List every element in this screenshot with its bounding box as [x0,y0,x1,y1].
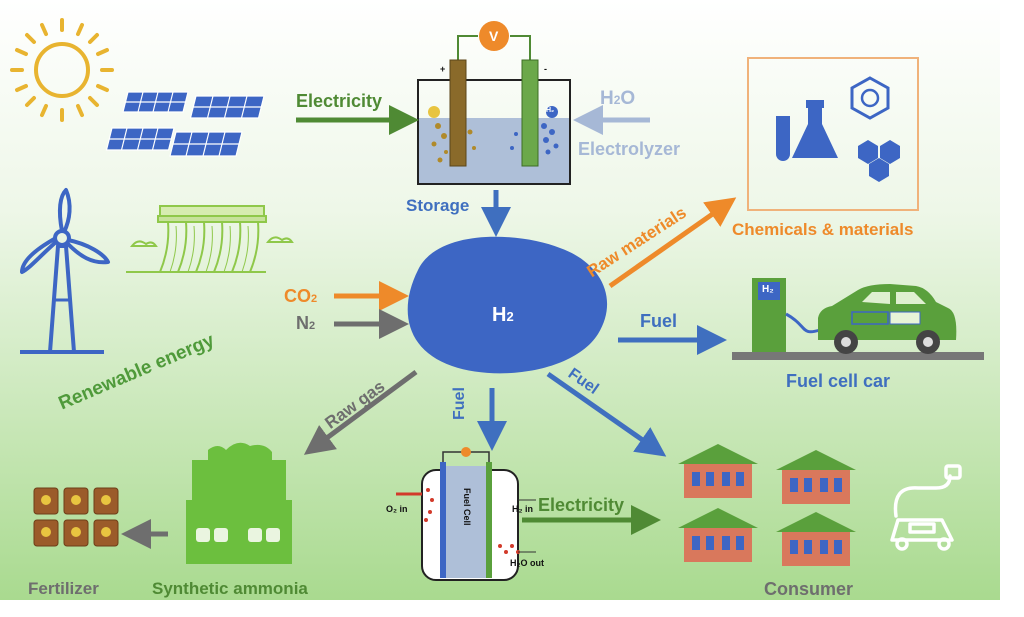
h2o-label-h: H [600,88,614,109]
h2-label: H2 [492,305,514,325]
n2-label-sub: 2 [309,320,316,332]
co2-label-sub: 2 [311,293,318,305]
h2o-out-label: H₂O out [510,558,544,568]
voltmeter-label: V [489,28,499,44]
pump-h2-label: H₂ [762,284,774,295]
n2-label-n: N [296,313,309,333]
o2-in-label: O₂ in [386,504,408,514]
consumer-label: Consumer [764,579,854,599]
factory-icon [186,442,292,564]
arrow-fuel-diag [546,371,667,457]
arrows [121,105,737,549]
car-icon [818,284,957,354]
h2-reservoir [407,236,608,374]
electricity-bottom-label: Electricity [538,495,625,515]
car-road [732,352,984,360]
co2-label-co: CO [284,286,311,306]
fuel-pump-icon [752,278,821,352]
electrode-minus: - [544,64,547,74]
co2-label: CO2 [284,287,317,305]
storage-label: Storage [406,196,470,215]
h2o-label: H2O [600,89,635,108]
arrow-raw-gas [303,369,418,455]
n2-label: N2 [296,314,315,332]
h2o-label-o: O [620,88,636,109]
h2-label-sub: 2 [506,309,514,324]
chemicals-icon [747,57,919,211]
electrolyzer-label: Electrolyzer [578,139,681,159]
ev-charging-icon [890,464,962,551]
synthetic-ammonia-label: Synthetic ammonia [152,579,308,598]
fuel-cell-label: Fuel Cell [462,488,472,526]
house-icon [678,444,856,566]
wind-turbine-icon [20,188,110,354]
h2o-label-sub: 2 [613,93,621,107]
h2-label-h: H [492,304,507,326]
fertilizer-label: Fertilizer [28,579,99,598]
fuel-right-label: Fuel [640,311,678,331]
fuel-car-label: Fuel cell car [786,371,891,391]
bubble-h2-label: H₂ [546,107,555,114]
h2-in-label: H₂ in [512,504,533,514]
fuel-cell-icon [396,447,536,581]
sun-icon [10,18,114,122]
hydropower-dam-icon [126,205,294,273]
electrolyzer-icon [417,21,571,185]
fuel-down-label: Fuel [451,387,468,420]
arrow-raw-materials [608,197,737,289]
fertilizer-bags-icon [33,487,119,547]
electricity-top-label: Electricity [296,91,383,111]
electrode-plus: + [440,64,446,74]
solar-panel-icon [105,91,265,157]
chemicals-label: Chemicals & materials [732,220,914,239]
